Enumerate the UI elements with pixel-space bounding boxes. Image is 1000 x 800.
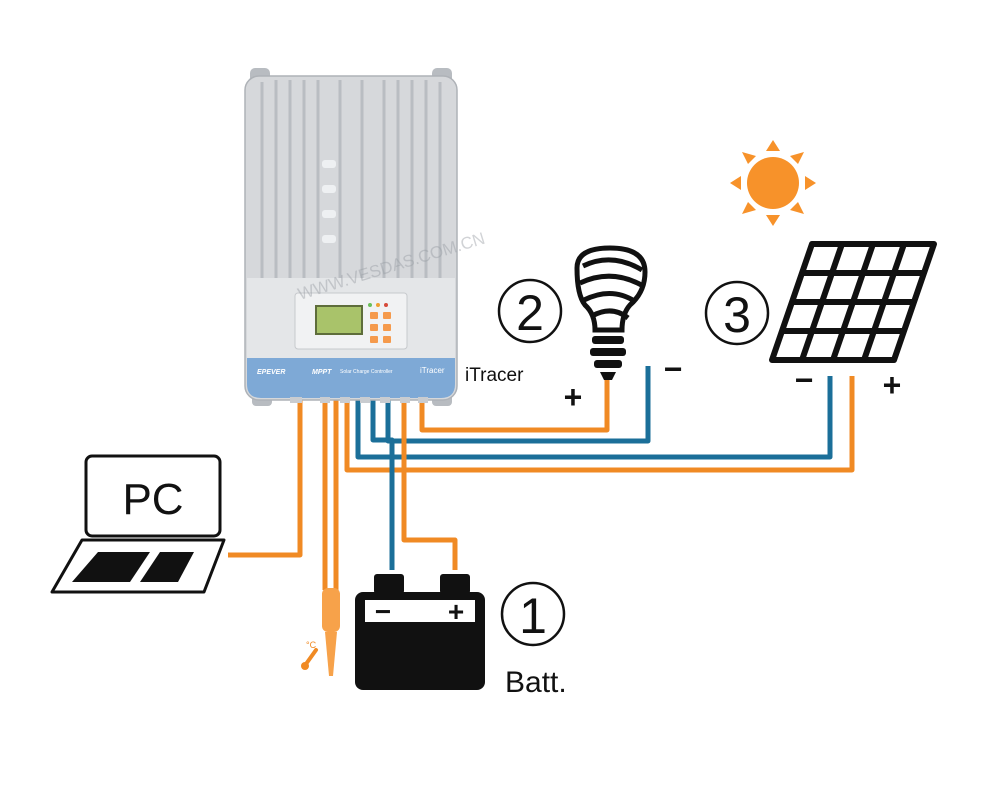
heatsink-fins [260,80,442,285]
solar-plus-label: + [883,367,902,403]
solar-minus-label: − [795,362,814,398]
model-badge: iTracer [420,366,445,375]
sun-icon [730,140,816,226]
battery-group: − + 1 Batt. [355,574,567,699]
charge-controller: EPEVER MPPT Solar Charge Controller iTra… [244,68,458,406]
product-line: MPPT [312,369,332,376]
load-number-circle [497,278,563,344]
brand-logo: EPEVER [257,369,285,376]
controller-subtitle: Solar Charge Controller [340,369,393,375]
solar-positive-wire [344,376,855,473]
solar-negative-wire [355,376,833,460]
battery-minus-label: − [375,596,391,627]
pc-laptop-icon: PC [50,454,226,594]
keypad [370,312,391,343]
solar-number: 3 [723,287,751,343]
load-negative-wire [385,366,651,444]
battery-negative-wire [370,400,395,570]
load-minus-label: − [664,351,683,387]
battery-number: 1 [519,588,547,644]
wires [228,366,855,600]
battery-number-circle [500,581,566,647]
thermometer-icon: °C [301,640,318,670]
solar-number-circle [704,280,770,346]
terminal-block [290,397,428,403]
pc-cable [228,400,303,558]
battery-label: Batt. [505,666,567,699]
solar-panel-group: 3 − + [704,241,937,403]
model-label: iTracer [465,365,524,386]
temperature-sensor: °C [301,588,340,676]
load-positive-wire [419,380,610,433]
battery-plus-label: + [448,596,464,627]
load-group: 2 + − [497,245,683,415]
battery-positive-wire [401,400,458,570]
solar-panel-icon [769,241,937,363]
bulb-icon [574,245,648,380]
load-plus-label: + [564,379,583,415]
temp-unit: °C [306,640,317,650]
lcd-screen [315,305,363,335]
pc-label: PC [122,475,183,524]
load-number: 2 [516,285,544,341]
